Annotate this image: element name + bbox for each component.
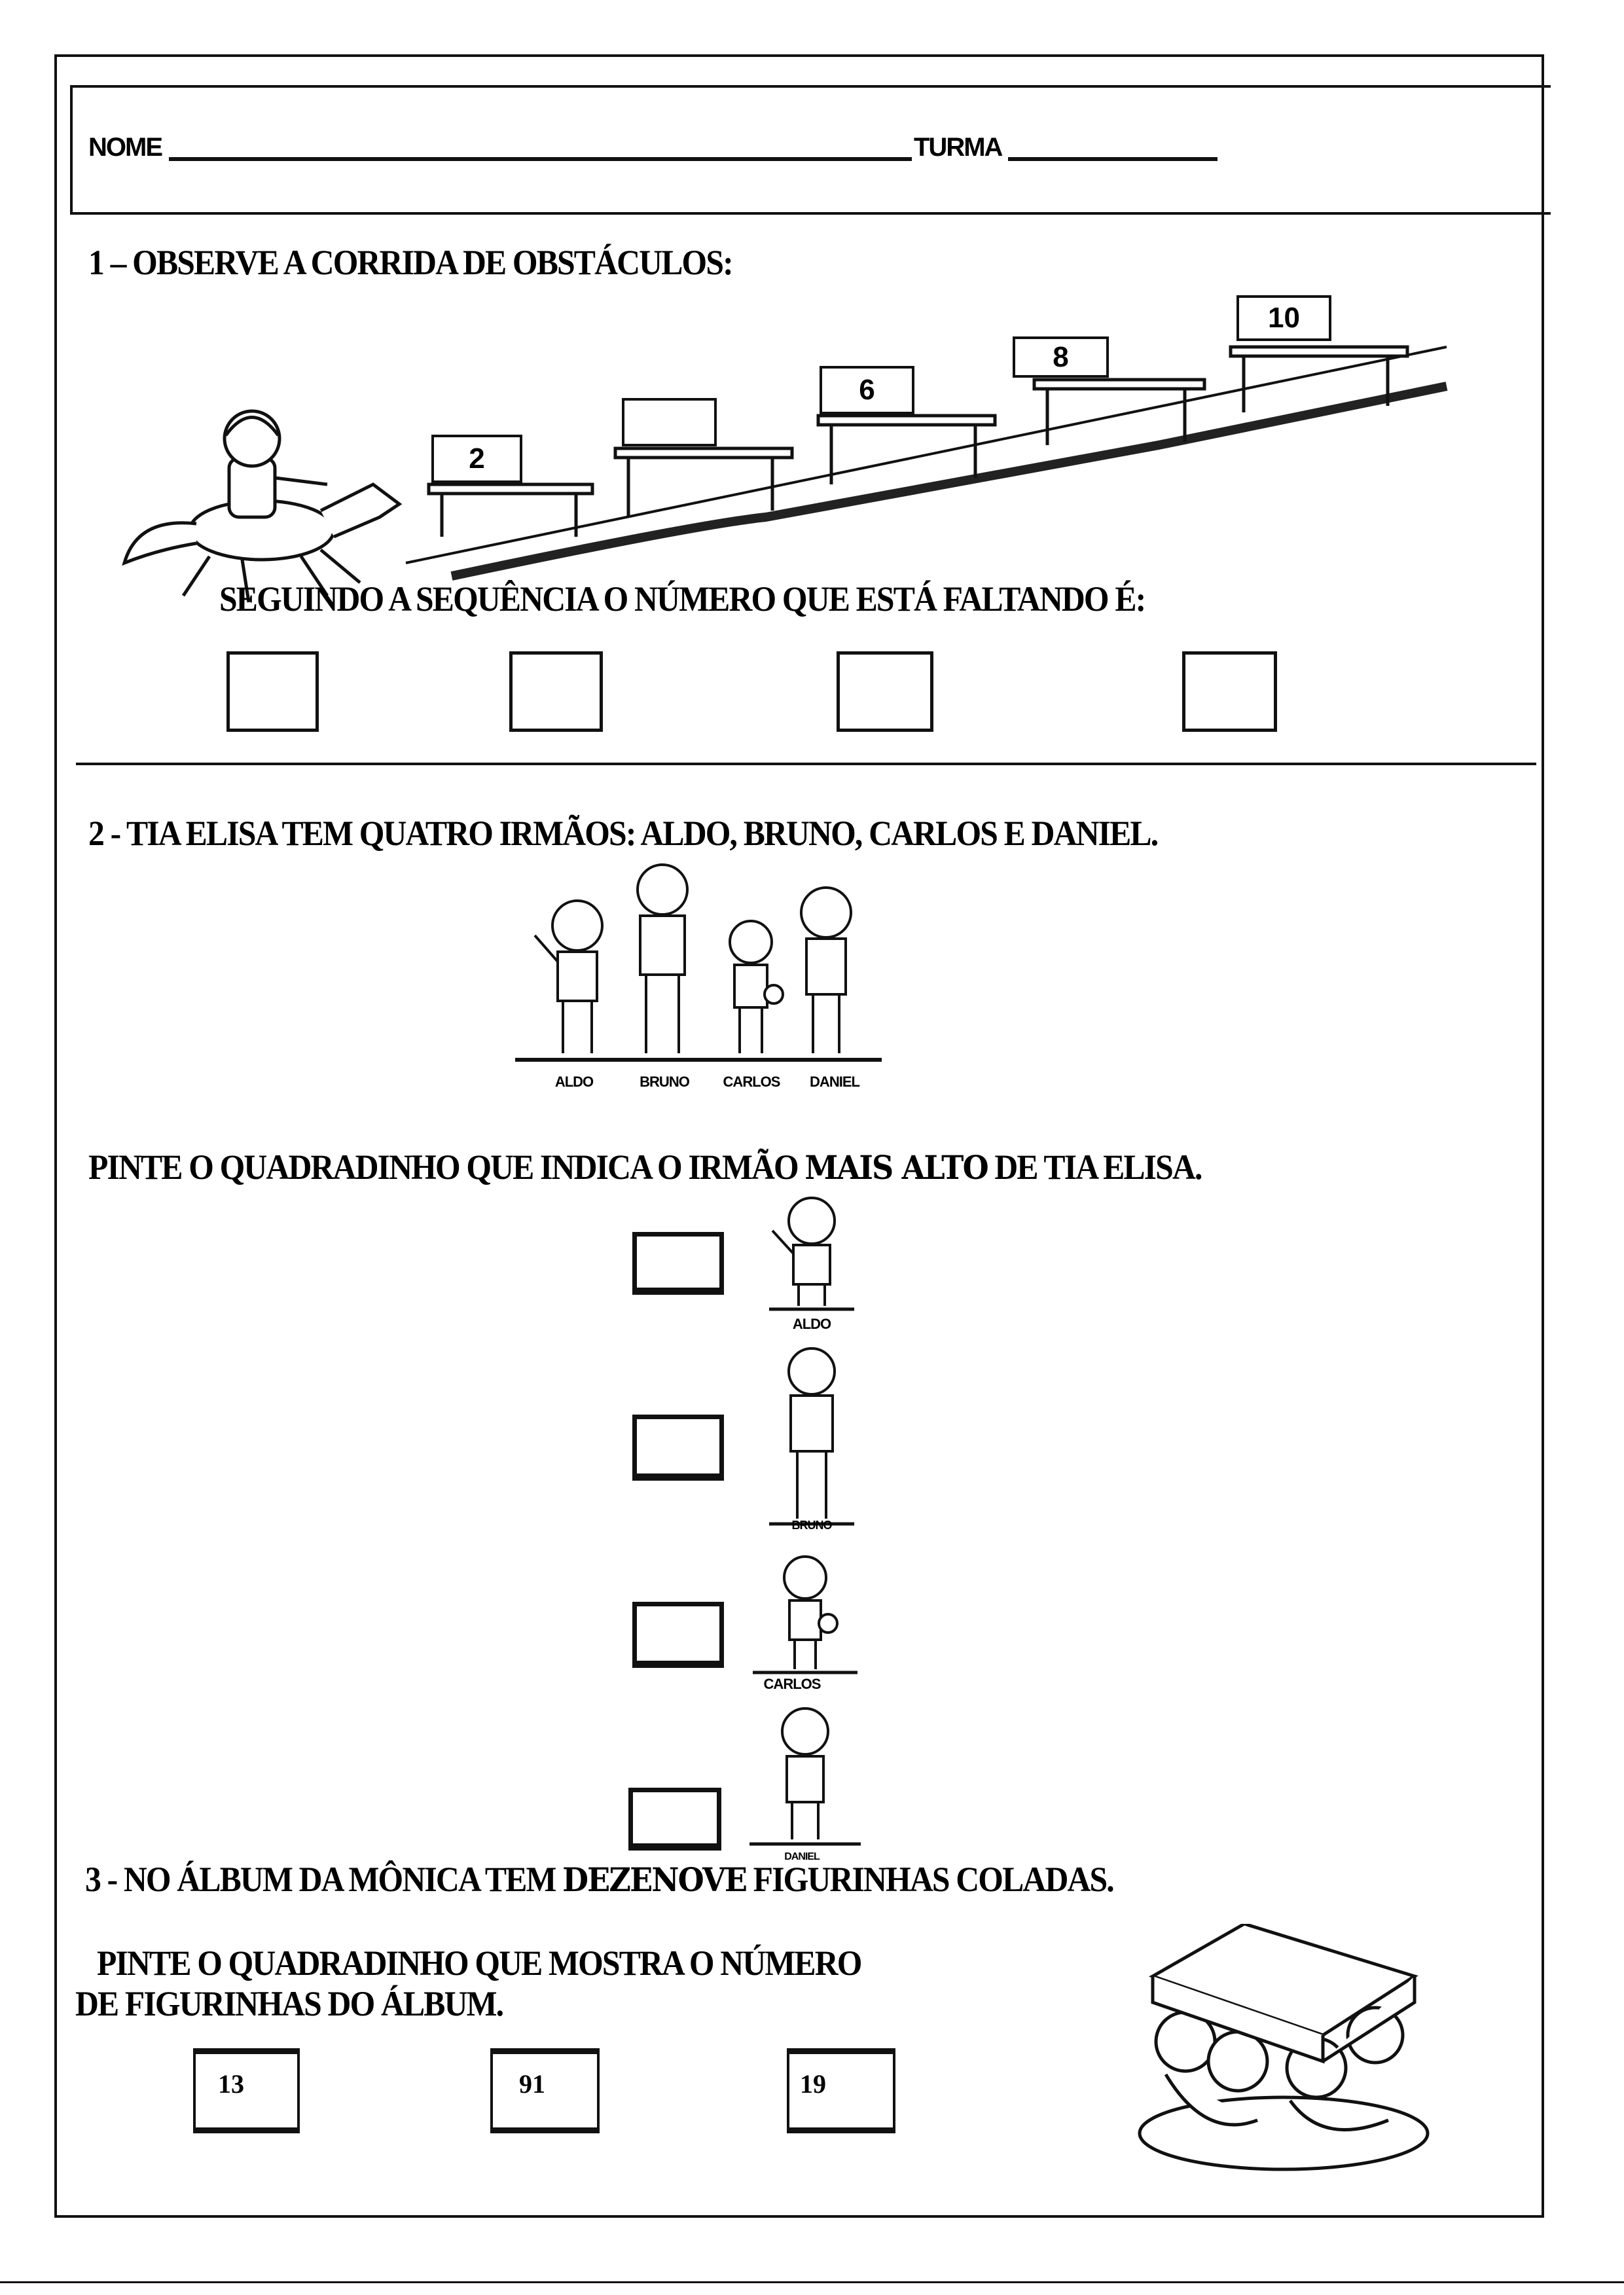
answer-box-2[interactable]: [509, 651, 603, 732]
brothers-illustration: [515, 863, 882, 1062]
hurdle-number: 6: [820, 366, 914, 414]
brother-label: BRUNO: [640, 1074, 690, 1090]
answer-box-4[interactable]: [1182, 651, 1277, 732]
option-box-19[interactable]: 19: [787, 2048, 895, 2133]
carlos-figure-icon: [753, 1555, 857, 1674]
hurdle-number: 2: [431, 435, 522, 483]
answer-box-3[interactable]: [837, 651, 933, 732]
prompt-text: PINTE O QUADRADINHO QUE INDICA O IRMÃO: [88, 1148, 805, 1187]
option-box-carlos[interactable]: [632, 1602, 724, 1668]
question2-title: 2 - TIA ELISA TEM QUATRO IRMÃOS: ALDO, B…: [88, 814, 1159, 853]
name-label: NOME: [88, 133, 163, 162]
question1-title: 1 – OBSERVE A CORRIDA DE OBSTÁCULOS:: [88, 243, 734, 282]
hurdle-sign-1: 2: [431, 435, 522, 483]
hurdle-bars: [427, 345, 1409, 537]
question2-prompt: PINTE O QUADRADINHO QUE INDICA O IRMÃO M…: [88, 1147, 1202, 1187]
aldo-figure: [533, 899, 604, 1053]
question3-title: 3 - NO ÁLBUM DA MÔNICA TEM DEZENOVE FIGU…: [85, 1859, 1115, 1900]
hurdle-sign-2: [622, 398, 717, 446]
hurdle-number-missing: [622, 398, 717, 446]
bruno-figure-icon: [769, 1347, 854, 1526]
title-text: 3 - NO ÁLBUM DA MÔNICA TEM: [85, 1860, 563, 1899]
hurdle-number: 8: [1013, 336, 1109, 378]
question3-prompt-line2: DE FIGURINHAS DO ÁLBUM.: [75, 1984, 504, 2023]
aldo-figure-icon: [769, 1197, 854, 1311]
class-field[interactable]: [1008, 157, 1218, 161]
header-box: [70, 85, 1551, 215]
option-label: BRUNO: [791, 1519, 833, 1532]
name-field[interactable]: [169, 157, 912, 161]
prompt-emphasis: MAIS ALTO: [804, 1148, 988, 1187]
answer-box-1[interactable]: [226, 651, 319, 732]
option-box-91[interactable]: 91: [490, 2048, 600, 2133]
carlos-figure: [729, 920, 784, 1053]
option-box-bruno[interactable]: [632, 1415, 724, 1481]
daniel-figure: [800, 886, 852, 1053]
option-label: ALDO: [792, 1316, 831, 1332]
option-label: CARLOS: [763, 1676, 821, 1692]
option-box-daniel[interactable]: [628, 1788, 721, 1851]
hurdle-sign-4: 8: [1013, 336, 1109, 378]
question3-prompt-line1: PINTE O QUADRADINHO QUE MOSTRA O NÚMERO: [97, 1943, 862, 1983]
question1-prompt: SEGUINDO A SEQUÊNCIA O NÚMERO QUE ESTÁ F…: [219, 579, 1146, 619]
hurdle-sign-3: 6: [820, 366, 914, 414]
worksheet-border: [54, 54, 1544, 2218]
option-box-13[interactable]: 13: [193, 2048, 300, 2133]
title-emphasis: DEZENOVE: [562, 1860, 748, 1899]
title-text: FIGURINHAS COLADAS.: [746, 1860, 1115, 1899]
option-label: DANIEL: [784, 1851, 820, 1862]
horse-rider-icon: [122, 409, 403, 603]
hurdle-race-illustration: [122, 346, 1448, 603]
monica-album-illustration: [1138, 1924, 1430, 2171]
hurdle-number: 10: [1236, 295, 1331, 341]
brother-label: DANIEL: [810, 1074, 860, 1090]
prompt-text: DE TIA ELISA.: [987, 1148, 1202, 1187]
class-label: TURMA: [914, 133, 1003, 162]
brother-label: ALDO: [554, 1074, 594, 1090]
hurdle-sign-5: 10: [1236, 295, 1331, 341]
bruno-figure: [636, 863, 689, 1053]
option-box-aldo[interactable]: [632, 1232, 724, 1295]
daniel-figure-icon: [749, 1707, 861, 1846]
page-bottom-line: [0, 2281, 1624, 2283]
brother-label: CARLOS: [723, 1074, 781, 1090]
section-divider: [76, 763, 1536, 765]
